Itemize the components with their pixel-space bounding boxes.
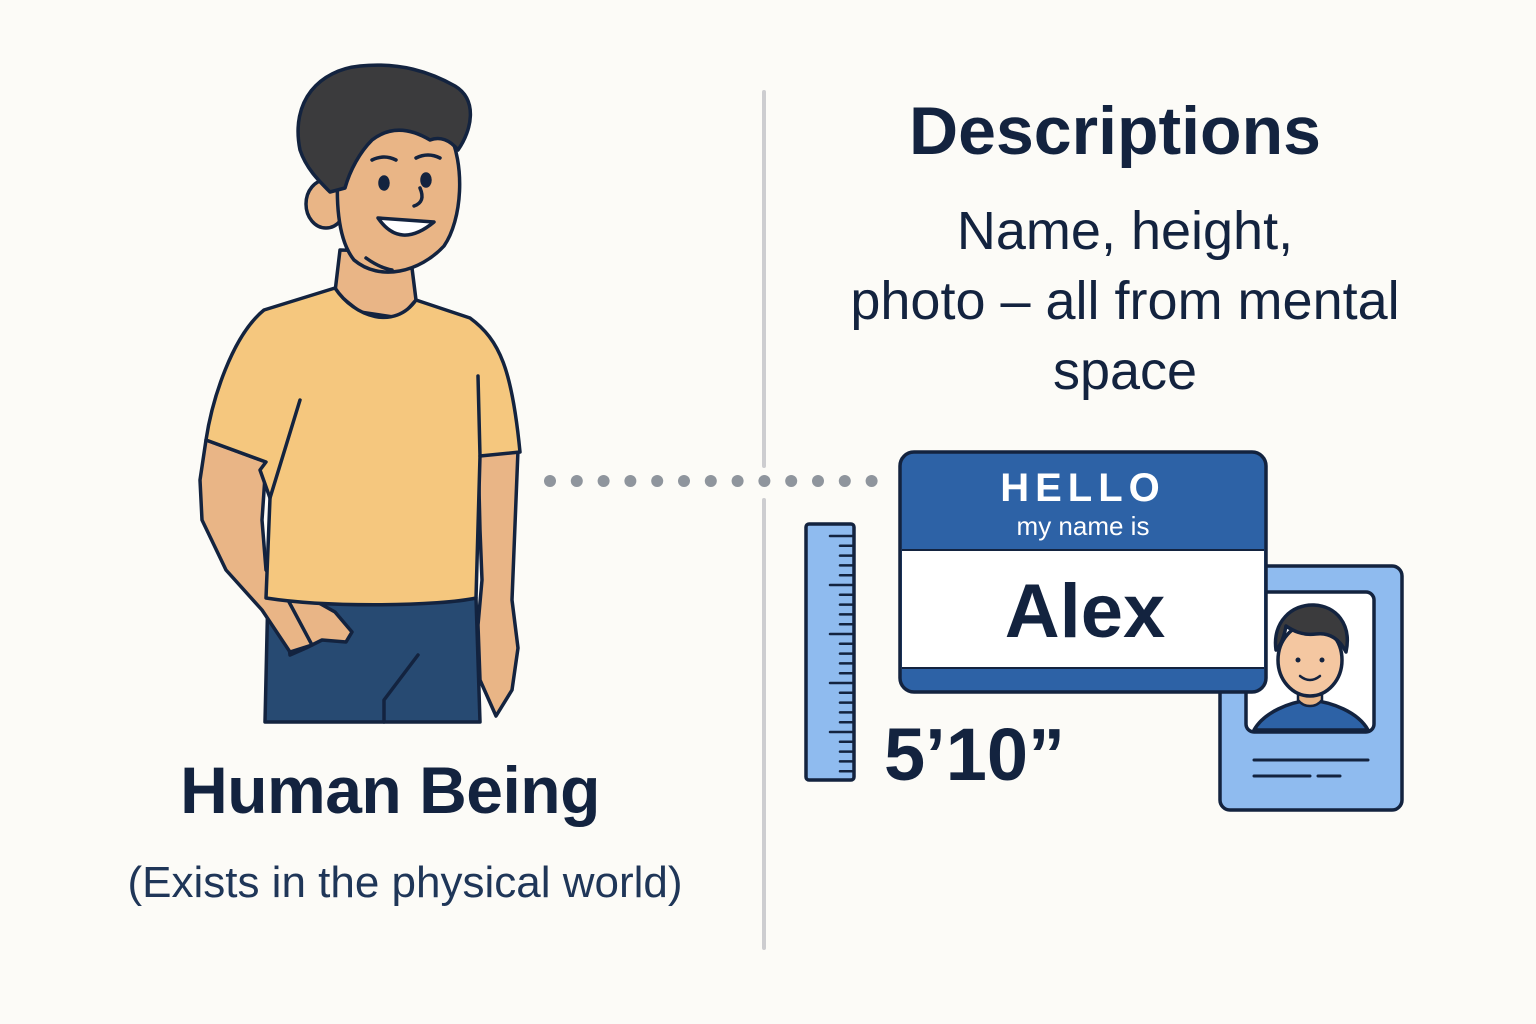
- connector-dot: [812, 475, 824, 487]
- connector-dot: [544, 475, 556, 487]
- connector-dot: [785, 475, 798, 487]
- connector-dot: [597, 475, 610, 487]
- name-tag-icon: [898, 450, 1268, 694]
- descriptions-line: space: [1052, 341, 1198, 401]
- person-shirt: [204, 286, 522, 607]
- name-tag-my-name-is: my name is: [1016, 511, 1150, 541]
- person-smile: [376, 216, 436, 237]
- connector-dot: [865, 475, 878, 487]
- person-hair: [296, 63, 473, 194]
- connector-dot: [624, 475, 637, 487]
- dotted-connector: [544, 475, 878, 487]
- name-tag-name: Alex: [1004, 569, 1166, 654]
- human-being-subtitle: (Exists in the physical world): [127, 858, 683, 907]
- person-right-arm: [476, 446, 520, 718]
- connector-dot: [704, 475, 717, 487]
- name-tag-hello: HELLO: [1000, 466, 1166, 510]
- descriptions-title: Descriptions: [909, 93, 1321, 169]
- human-being-title: Human Being: [180, 753, 600, 827]
- person-illustration: [198, 63, 522, 724]
- ruler-icon: [804, 522, 856, 782]
- center-divider-top: [762, 90, 766, 468]
- connector-dot: [758, 475, 771, 487]
- connector-dot: [838, 475, 851, 487]
- connector-dot: [570, 475, 583, 487]
- connector-dot: [678, 475, 690, 487]
- height-label: 5’10”: [884, 713, 1066, 796]
- connector-dot: [651, 475, 664, 487]
- connector-dot: [731, 475, 744, 487]
- descriptions-body: Name, height, photo – all from mental sp…: [800, 196, 1450, 406]
- descriptions-line: photo – all from mental: [850, 271, 1400, 331]
- center-divider-bottom: [762, 498, 766, 950]
- descriptions-line: Name, height,: [956, 201, 1294, 261]
